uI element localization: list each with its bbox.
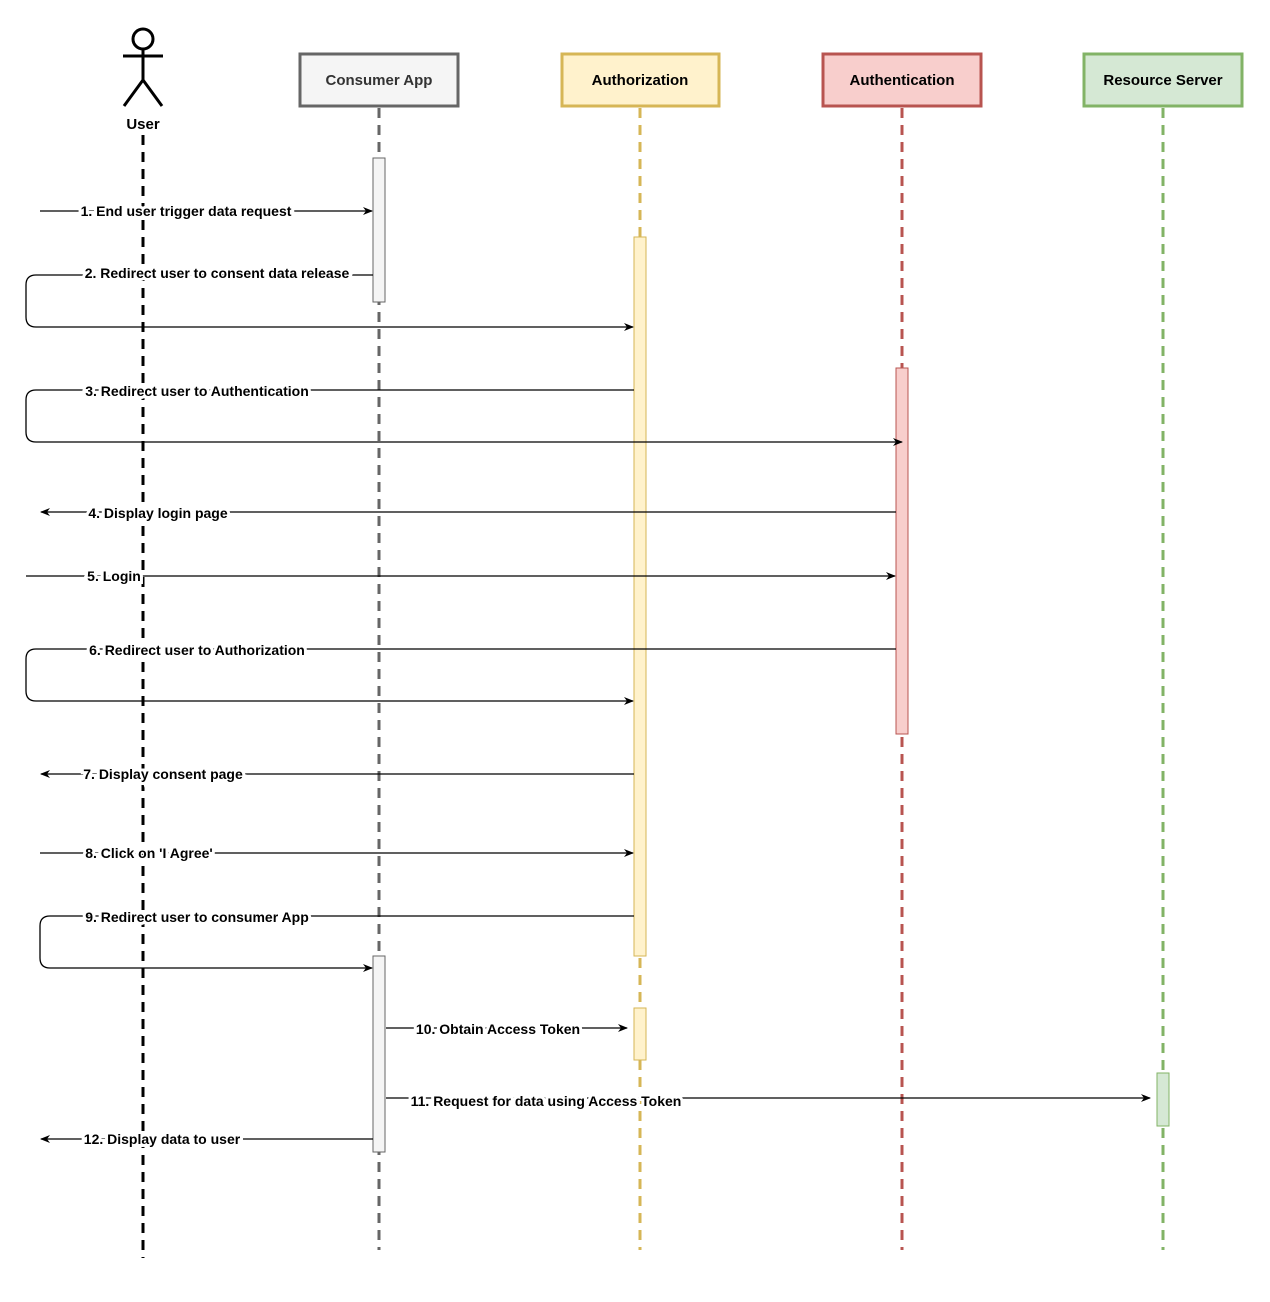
svg-text:Consumer App: Consumer App [326, 72, 433, 89]
message-2-label: 2. Redirect user to consent data release [85, 265, 350, 281]
message-8-label: 8. Click on 'I Agree' [85, 845, 213, 861]
participant-resource-server: Resource Server [1082, 52, 1244, 108]
message-1-label: 1. End user trigger data request [81, 203, 292, 219]
activation-consumer-app-2 [372, 955, 386, 1153]
message-6: 6. Redirect user to Authorization [25, 639, 896, 705]
message-7-label: 7. Display consent page [83, 766, 243, 782]
message-3: 3. Redirect user to Authentication [25, 380, 903, 446]
activation-consumer-app-1 [372, 157, 386, 303]
message-9: 9. Redirect user to consumer App [39, 906, 634, 972]
message-12: 12. Display data to user [40, 1128, 373, 1150]
svg-text:Resource Server: Resource Server [1103, 72, 1222, 89]
message-4: 4. Display login page [40, 502, 896, 524]
participant-authentication: Authentication [821, 52, 983, 108]
message-11: 11. Request for data using Access Token [386, 1090, 1151, 1112]
message-11-label: 11. Request for data using Access Token [411, 1093, 682, 1109]
message-7: 7. Display consent page [40, 763, 634, 785]
user-actor-icon [122, 27, 164, 107]
activation-resource-server-1 [1156, 1072, 1170, 1127]
activation-authorization-1 [633, 236, 647, 957]
participant-consumer-app: Consumer App [298, 52, 460, 108]
message-5-label: 5. Login [87, 568, 141, 584]
message-10: 10. Obtain Access Token [386, 1018, 628, 1040]
svg-text:Authorization: Authorization [592, 72, 689, 89]
message-8: 8. Click on 'I Agree' [40, 842, 634, 864]
message-1: 1. End user trigger data request [40, 200, 373, 222]
message-6-label: 6. Redirect user to Authorization [89, 642, 305, 658]
message-5: 5. Login [26, 565, 896, 587]
message-2: 2. Redirect user to consent data release [25, 262, 634, 331]
activation-authorization-2 [633, 1007, 647, 1061]
message-12-label: 12. Display data to user [84, 1131, 241, 1147]
user-actor-label: User [126, 116, 160, 133]
participant-authorization: Authorization [560, 52, 721, 108]
message-3-label: 3. Redirect user to Authentication [85, 383, 309, 399]
message-10-label: 10. Obtain Access Token [416, 1021, 580, 1037]
message-4-label: 4. Display login page [88, 505, 227, 521]
message-9-label: 9. Redirect user to consumer App [85, 909, 309, 925]
activation-authentication-1 [895, 367, 909, 735]
svg-text:Authentication: Authentication [850, 72, 955, 89]
